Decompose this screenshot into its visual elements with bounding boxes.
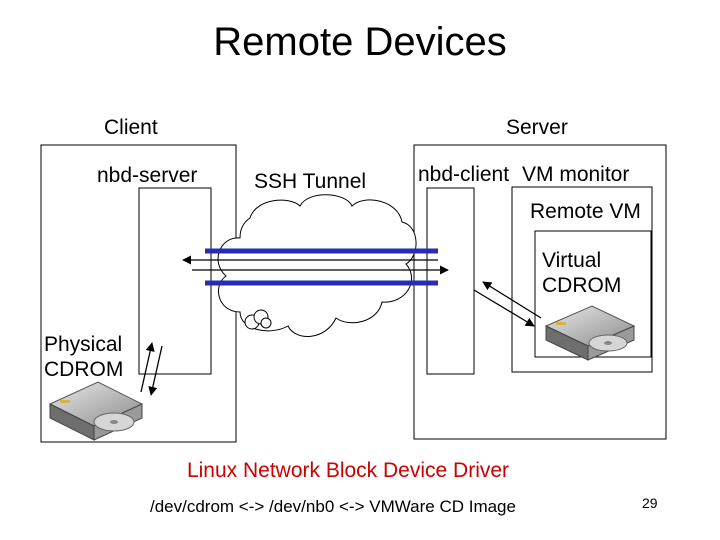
slide-title: Remote Devices xyxy=(213,20,507,64)
page-number: 29 xyxy=(642,495,658,511)
virtual-cdrom-arrow-in xyxy=(482,281,542,319)
nbd-server-label: nbd-server xyxy=(97,164,198,187)
server-box xyxy=(413,144,667,440)
driver-path: /dev/cdrom <-> /dev/nb0 <-> VMWare CD Im… xyxy=(150,497,516,516)
virtual-cdrom-arrow-out xyxy=(473,289,535,327)
ssh-tunnel-label: SSH Tunnel xyxy=(254,170,367,193)
ssh-tunnel-cloud xyxy=(217,194,417,337)
vm-monitor-label: VM monitor xyxy=(522,163,630,186)
physical-cdrom-arrow-up xyxy=(140,342,155,393)
virtual-cdrom-drive-icon xyxy=(544,305,636,361)
physical-cdrom-drive-icon xyxy=(48,381,144,441)
remote-vm-label: Remote VM xyxy=(530,200,641,223)
nbd-server-box xyxy=(138,187,212,375)
nbd-client-label: nbd-client xyxy=(418,163,510,186)
driver-title: Linux Network Block Device Driver xyxy=(186,459,510,482)
remote-vm-box xyxy=(511,186,653,373)
physical-cdrom-arrow-down xyxy=(148,345,163,396)
virtual-cdrom-label: Virtual CDROM xyxy=(542,249,622,298)
physical-cdrom-label: Physical CDROM xyxy=(44,333,124,382)
client-label: Client xyxy=(104,116,158,139)
server-label: Server xyxy=(506,116,568,139)
